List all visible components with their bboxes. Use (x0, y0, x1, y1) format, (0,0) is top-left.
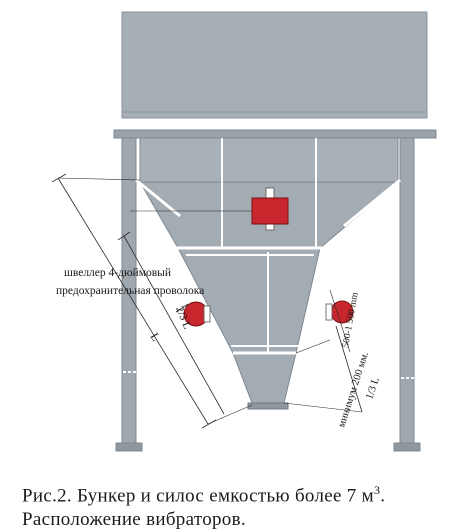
vibrator-left-bracket (203, 305, 211, 323)
label-one-third-l: 1/3 L (364, 376, 381, 401)
label-wire: предохранительная проволока (56, 285, 204, 297)
dim-line-two-thirds (123, 235, 225, 415)
frame-beam (113, 129, 437, 139)
right-foot (393, 442, 421, 452)
vibrator-top (251, 197, 289, 225)
dim-line-one-third (335, 325, 363, 413)
hopper-upper-box (139, 137, 399, 183)
caption-line-1-main: Рис.2. Бункер и силос емкостью более 7 м (22, 485, 374, 507)
hopper-cone (177, 247, 321, 354)
left-foot (115, 442, 143, 452)
bunker-diagram: швеллер 4-дюймовый предохранительная про… (51, 11, 437, 452)
dim-ext-l-top (57, 177, 141, 181)
label-l: L (147, 330, 163, 344)
brace-left (135, 178, 181, 218)
hopper-throat (232, 352, 297, 404)
vibrator-right-bracket (325, 303, 333, 321)
dim-tick-23-top (117, 231, 131, 241)
dim-line-l (57, 177, 209, 425)
brace-right (343, 178, 401, 228)
figure-caption: Рис.2. Бункер и силос емкостью более 7 м… (22, 478, 462, 532)
outlet (247, 402, 289, 410)
right-leg (399, 137, 415, 444)
dim-ext-l-bottom (207, 404, 253, 425)
caption-line-1: Рис.2. Бункер и силос емкостью более 7 м… (22, 478, 462, 508)
label-channel: швеллер 4-дюймовый (64, 267, 171, 279)
caption-superscript: 3 (373, 483, 381, 497)
dim-ext-right (295, 339, 331, 354)
caption-line-1-end: . (380, 485, 386, 507)
dim-ext-right-2 (283, 402, 363, 413)
caption-line-2: Расположение вибраторов. (22, 509, 246, 531)
silo-body (121, 11, 428, 119)
dim-tick-23-mid (175, 303, 189, 313)
dim-line-range (329, 289, 351, 353)
